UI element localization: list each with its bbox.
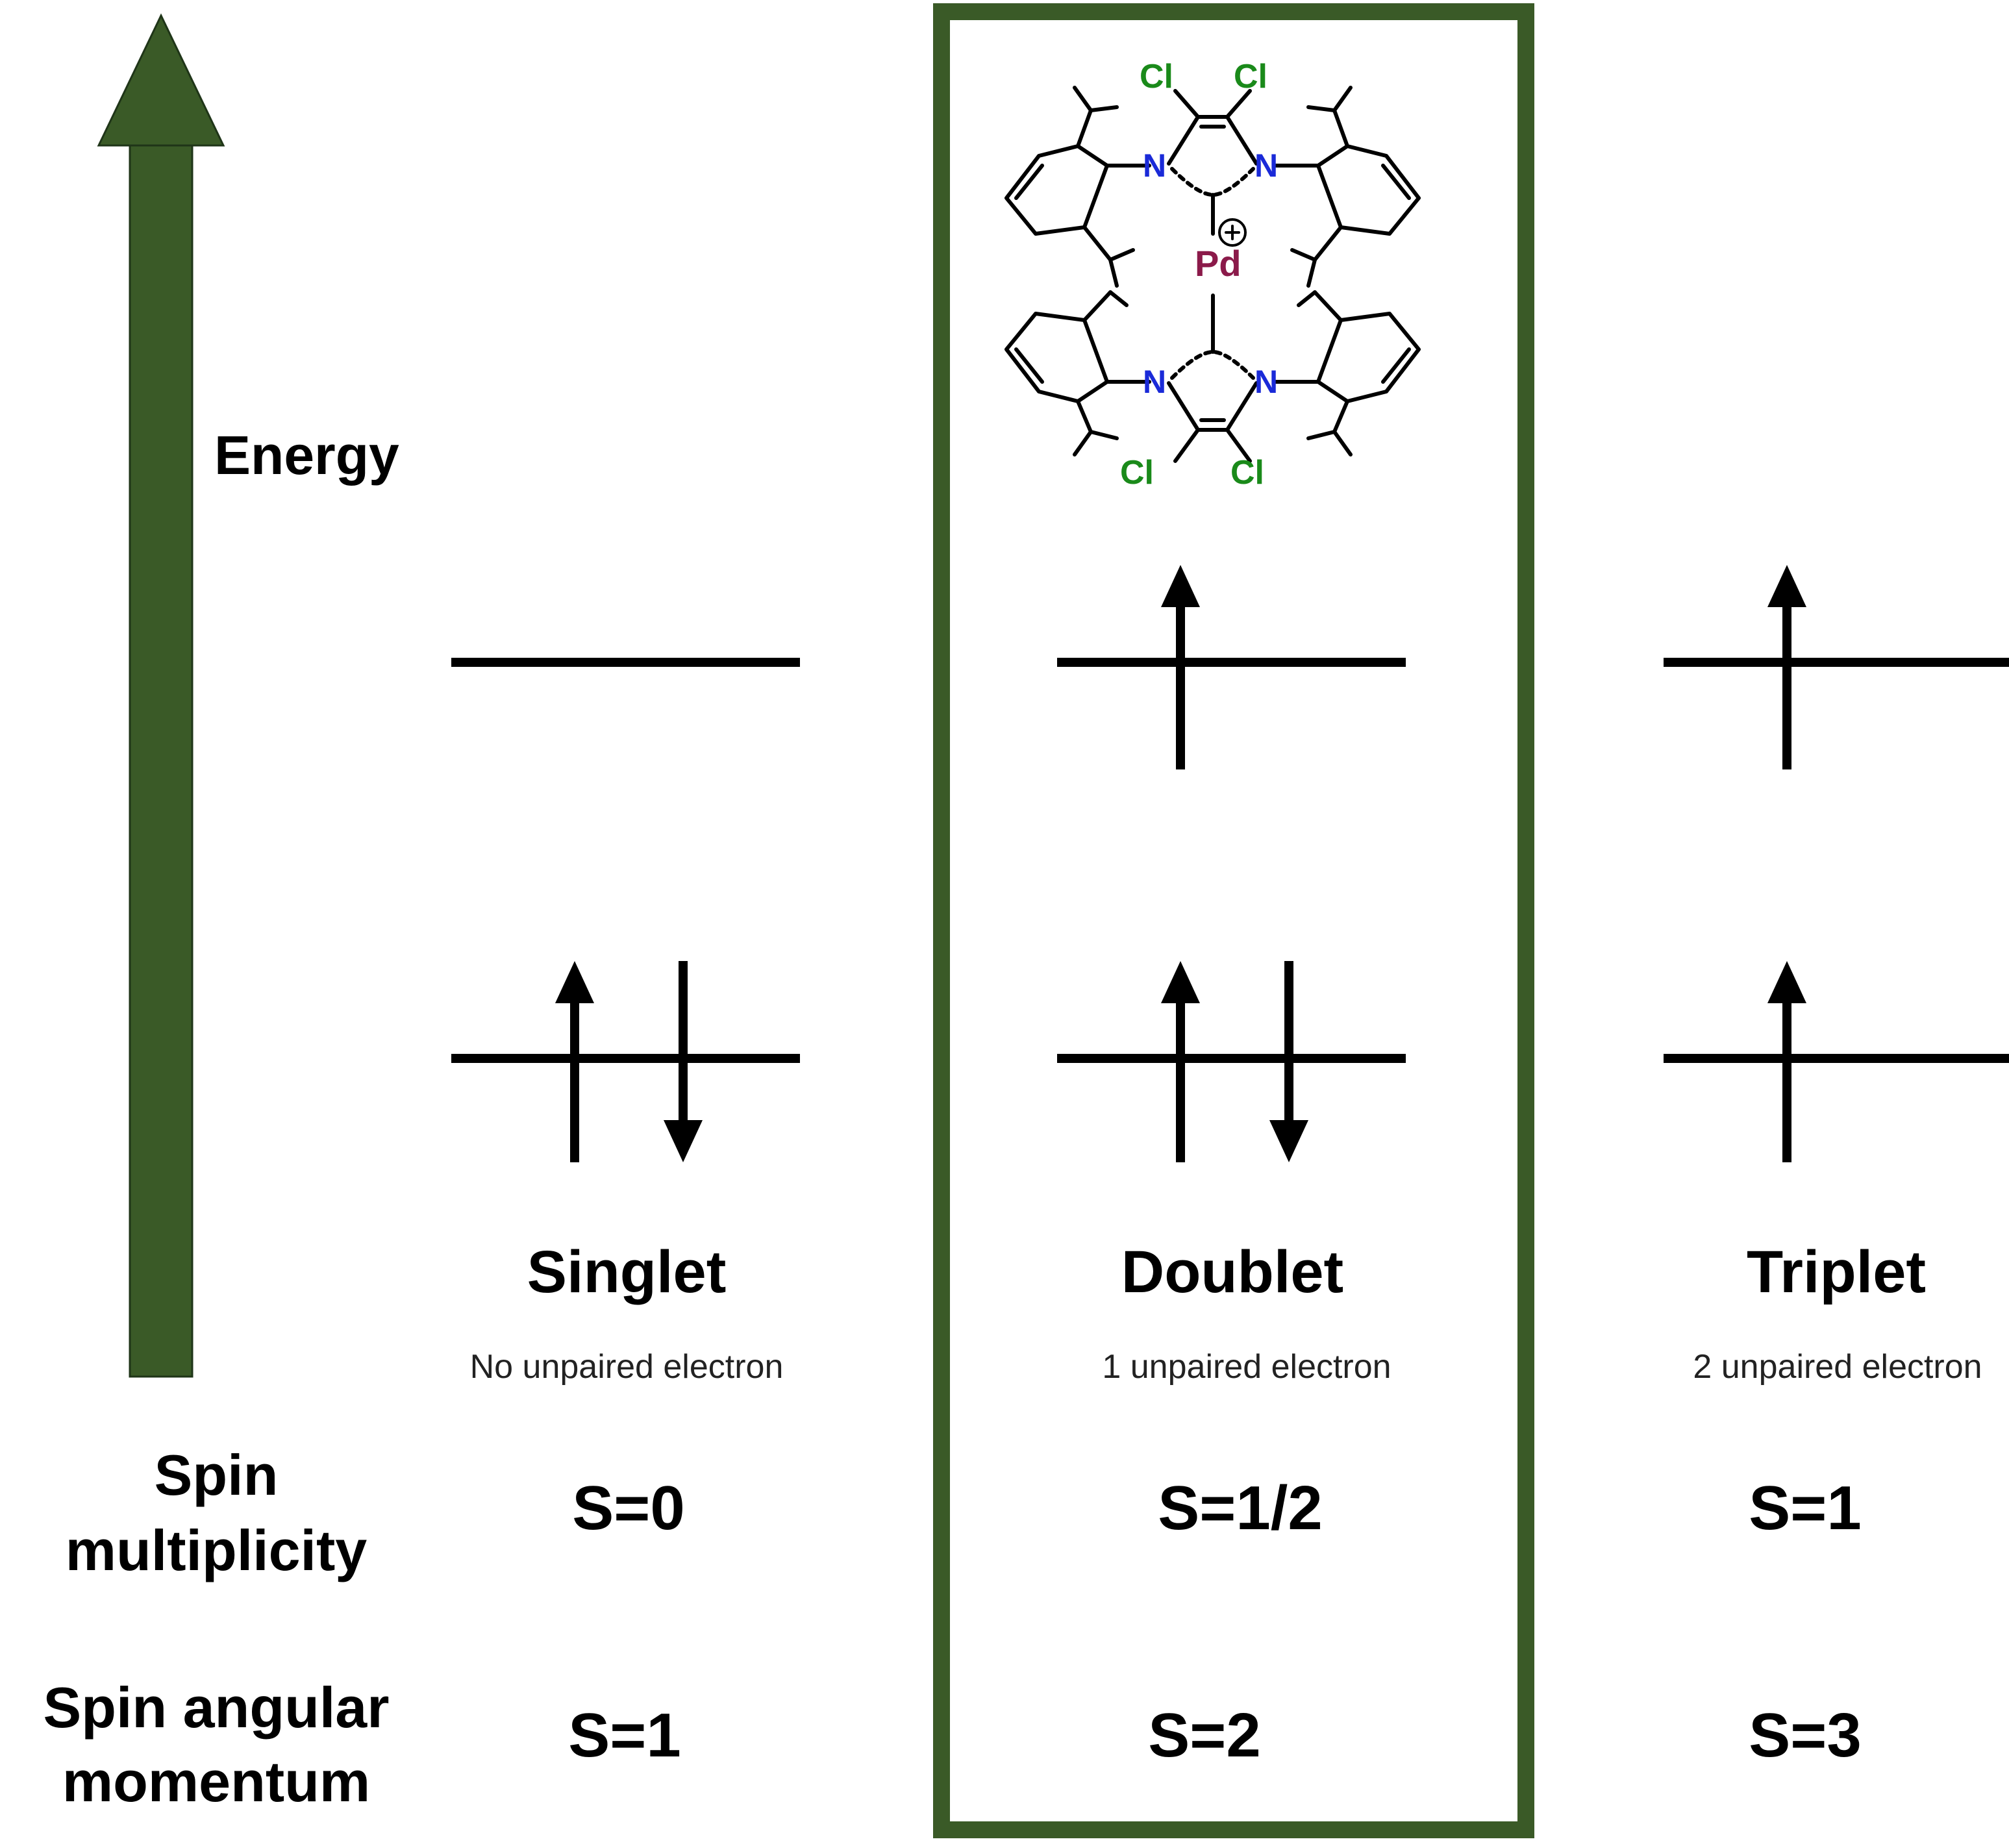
spin-multiplicity-label-line2: multiplicity: [66, 1518, 368, 1582]
chlorine-label: Cl: [1120, 454, 1154, 492]
triplet-angular-value: S=3: [1749, 1701, 1861, 1770]
nitrogen-label: N: [1143, 364, 1166, 400]
spin-up-arrow: [1767, 565, 1806, 769]
doublet-description: 1 unpaired electron: [1102, 1348, 1391, 1386]
triplet-multiplicity-value: S=1: [1749, 1473, 1861, 1543]
electron-arrows: [555, 565, 1806, 1162]
energy-arrow-head: [97, 13, 225, 147]
chlorine-label: Cl: [1140, 58, 1173, 95]
triplet-title: Triplet: [1747, 1239, 1926, 1305]
spin-up-arrow: [1161, 961, 1200, 1162]
doublet-title: Doublet: [1121, 1239, 1343, 1305]
energy-axis-arrow: [97, 13, 225, 1378]
energy-arrow-shaft: [129, 142, 193, 1378]
triplet-description: 2 unpaired electron: [1693, 1348, 1982, 1386]
energy-levels: [451, 658, 2009, 1063]
singlet-description: No unpaired electron: [470, 1348, 784, 1386]
singlet-title: Singlet: [527, 1239, 727, 1305]
spin-up-arrow: [1767, 961, 1806, 1162]
chlorine-label: Cl: [1230, 454, 1264, 492]
palladium-label: Pd: [1195, 243, 1242, 284]
spin-down-arrow: [1269, 961, 1308, 1162]
spin-angular-label-line1: Spin angular: [44, 1675, 390, 1740]
doublet-multiplicity-value: S=1/2: [1158, 1473, 1323, 1543]
nitrogen-label: N: [1254, 364, 1278, 400]
singlet-angular-value: S=1: [568, 1701, 680, 1770]
spin-up-arrow: [1161, 565, 1200, 769]
chlorine-label: Cl: [1234, 58, 1267, 95]
doublet-highlight-box: [933, 3, 1534, 1838]
nitrogen-label: N: [1143, 147, 1166, 184]
spin-down-arrow: [664, 961, 703, 1162]
spin-up-arrow: [555, 961, 594, 1162]
spin-multiplicity-label-line1: Spin: [155, 1443, 279, 1507]
nitrogen-label: N: [1254, 147, 1278, 184]
pd-complex-structure: [1004, 86, 1421, 463]
atom-labels: Cl Cl Cl Cl N N N N Pd: [1120, 58, 1278, 492]
positive-charge-icon: [1218, 218, 1247, 247]
singlet-multiplicity-value: S=0: [572, 1473, 684, 1543]
spin-angular-label-line2: momentum: [62, 1749, 370, 1814]
doublet-angular-value: S=2: [1148, 1701, 1260, 1770]
energy-axis-label: Energy: [214, 425, 399, 486]
